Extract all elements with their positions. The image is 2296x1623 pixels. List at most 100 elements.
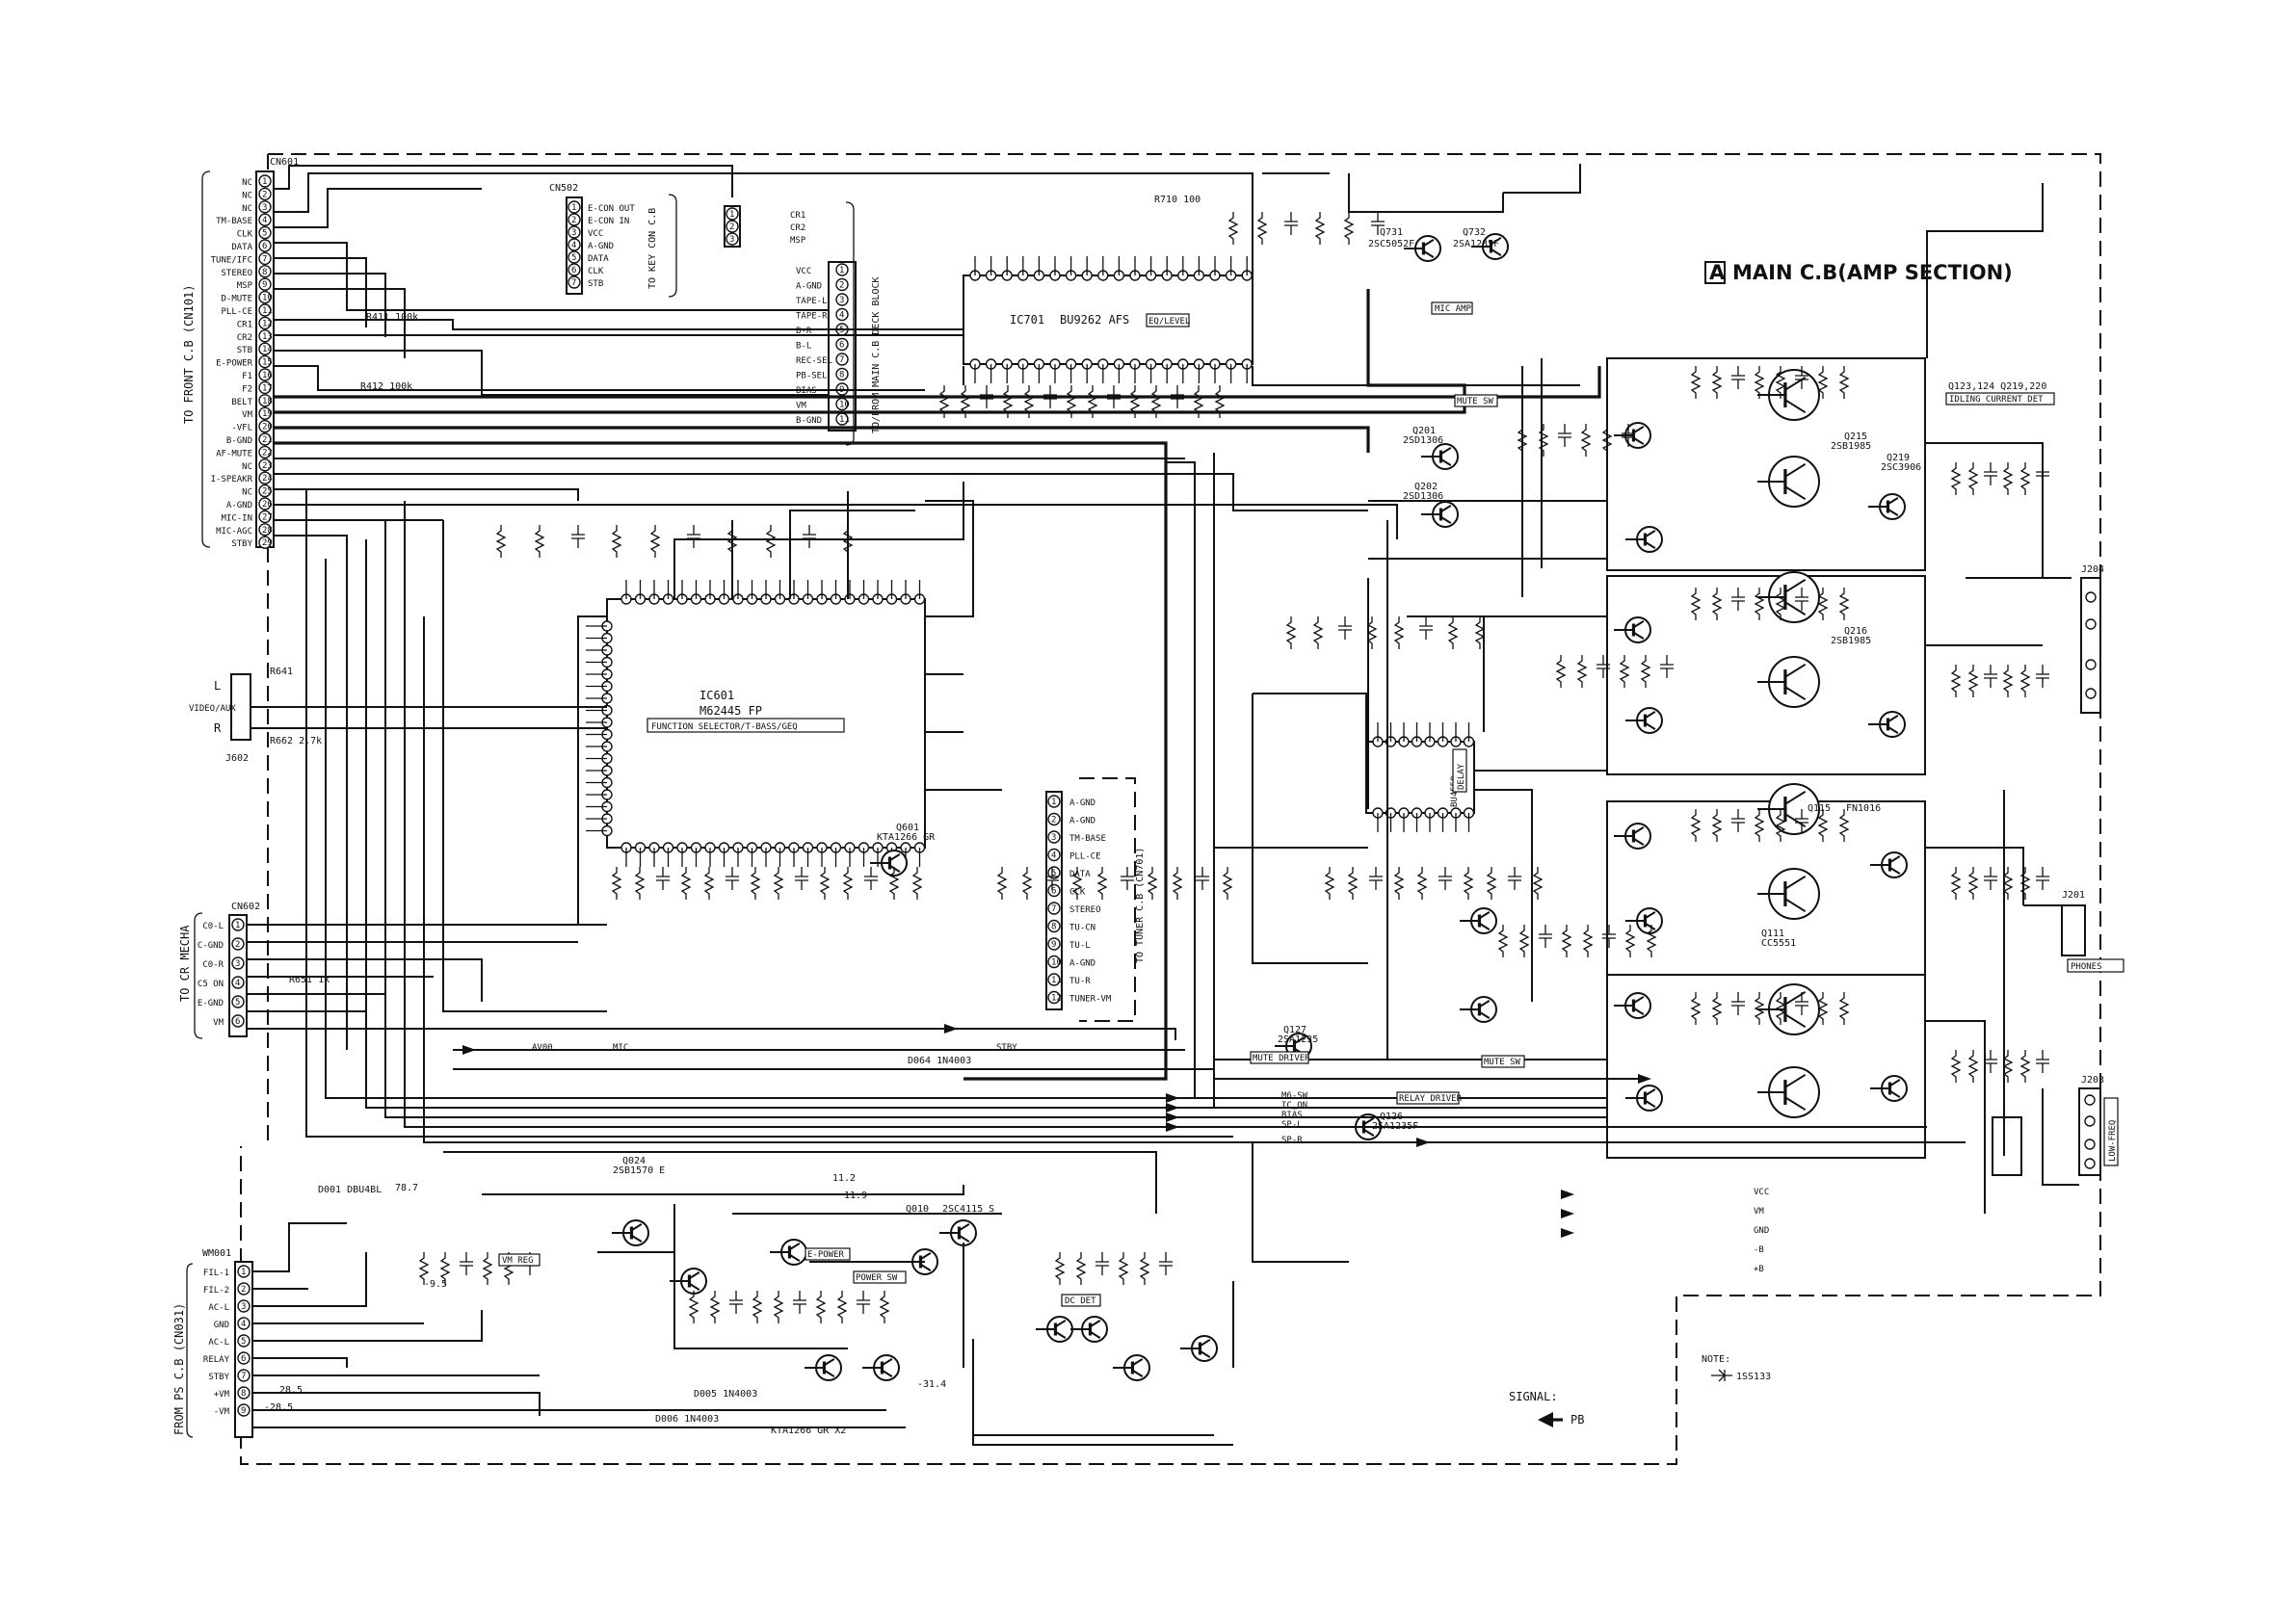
resistor-43: [1096, 867, 1108, 900]
cn003-pins-label-6: RELAY: [203, 1355, 230, 1365]
resistor-132: [1967, 665, 1979, 697]
deck-top-pins-pin-2: [726, 220, 739, 233]
transistor-29-collector: [1054, 1320, 1067, 1328]
power-transistor-6-emitter: [1784, 898, 1807, 913]
resistor-5: [649, 525, 661, 558]
capacitor-16: [726, 867, 739, 890]
resistor-10: [842, 525, 854, 558]
cn003-pins-pin-1: [237, 1265, 251, 1278]
cn502-pins-label-7: STB: [588, 279, 603, 289]
cn502-pins-label-4: A-GND: [588, 242, 614, 251]
capacitor-77: [1369, 867, 1383, 890]
capacitor-98: [1795, 366, 1808, 389]
transistor-2-collector: [1490, 237, 1502, 246]
transistor-9-collector: [1644, 711, 1656, 720]
capacitor-54: [1371, 212, 1385, 235]
deck-pins-label-2: A-GND: [796, 282, 822, 292]
capacitor-60: [1419, 616, 1433, 640]
q201-note-box: [1454, 394, 1498, 407]
transistor-16-collector: [1888, 1079, 1901, 1087]
resistor-99: [1817, 366, 1829, 399]
cn003-pins-num-3: 3: [241, 1302, 246, 1312]
capacitor-41: [1045, 867, 1059, 890]
net-label-10: +B: [1754, 1265, 1764, 1274]
deck-pins-pin-4: [835, 307, 849, 322]
resistor-72: [1619, 655, 1630, 688]
cn601-pins-num-7: 7: [262, 254, 267, 264]
deck-pins-label-11: B-GND: [796, 416, 822, 426]
tuner-pins-label-7: STEREO: [1069, 905, 1101, 915]
cn602-dest: TO CR MECHA: [178, 925, 192, 1002]
d006-label: D006 1N4003: [655, 1414, 719, 1425]
capacitor-90: [1602, 925, 1616, 948]
resistor-146: [2002, 1050, 2014, 1083]
cn003-pins-label-1: FIL-1: [203, 1269, 229, 1278]
tuner-pins-pin-11: [1047, 973, 1061, 986]
resistor-105: [1775, 588, 1786, 620]
resistor-84: [1532, 867, 1544, 900]
resistor-62: [1474, 616, 1486, 649]
transistor-25-collector: [919, 1252, 932, 1261]
tuner-pins-pin-9: [1047, 937, 1061, 951]
resistor-1: [495, 525, 507, 558]
cn601-pins-pin-5: [258, 225, 272, 240]
q219-part: 2SC3906: [1881, 462, 1921, 473]
ic701-chip: IC701 BU9262 AFS EQ/LEVEL: [963, 256, 1254, 383]
cn601-pins-num-24: 24: [262, 474, 273, 484]
cn601-pins-num-27: 27: [262, 512, 273, 522]
cn602-pins-pin-3: [231, 956, 245, 970]
cn602-pins-pin-1: [231, 918, 245, 931]
cn601-pins-num-29: 29: [262, 538, 273, 548]
transistor-12-emitter: [1644, 922, 1656, 930]
cn601-pins-pin-4: [258, 213, 272, 226]
ic601-part: M62445 FP: [699, 704, 762, 718]
cn601-pins-pin-25: [258, 484, 272, 498]
tuner-pins-label-10: A-GND: [1069, 959, 1095, 969]
deck-top-pins-label-2: CR2: [790, 223, 805, 233]
capacitor-142: [2036, 867, 2049, 890]
e-power-label: E-POWER: [807, 1250, 845, 1260]
transistor-15-emitter: [1644, 1099, 1656, 1108]
transistor-30-emitter: [1089, 1330, 1101, 1339]
q215-part: 2SB1985: [1831, 441, 1871, 452]
transistor-10-emitter: [1887, 725, 1899, 734]
cn601-pins-num-16: 16: [262, 371, 273, 380]
transistor-14-collector: [1632, 996, 1645, 1005]
resistor-18: [773, 867, 784, 900]
transistor-19-collector: [1293, 1036, 1306, 1045]
cn601-pins-pin-16: [258, 368, 272, 381]
capacitor-22: [864, 867, 878, 890]
cn003-pins-num-2: 2: [241, 1285, 246, 1295]
cn601-pins-num-19: 19: [262, 409, 273, 419]
cn601-pins-label-10: D-MUTE: [221, 295, 252, 304]
board-outline: [240, 153, 2101, 1465]
cn003-pins-num-8: 8: [241, 1389, 246, 1399]
q601-part: KTA1266 GR: [877, 832, 936, 843]
cn601-pins-pin-2: [258, 187, 272, 201]
resistor-109: [1690, 809, 1702, 842]
transistor-21-collector: [888, 853, 901, 862]
resistor-12: [634, 867, 646, 900]
cn502-pins-label-6: CLK: [588, 267, 604, 276]
q732-part: 2SA1235F: [1453, 239, 1499, 249]
ic701-desc: EQ/LEVEL: [1148, 317, 1190, 327]
deck-pins-pin-6: [835, 337, 849, 352]
volt-1: 11.2: [832, 1173, 856, 1184]
tuner-pins-pin-12: [1047, 990, 1061, 1005]
transistor-7-emitter: [1887, 508, 1899, 516]
volt-2: 11.9: [844, 1191, 867, 1201]
amp-block-lower-2: [1606, 974, 1926, 1159]
transistor-17-collector: [1478, 911, 1491, 920]
deck-pins-label-8: PB-SEL: [796, 372, 828, 381]
cn601-pins-label-3: NC: [242, 204, 252, 214]
ps-bracket: [186, 1263, 194, 1438]
q024-part: 2SB1570 E: [613, 1165, 665, 1176]
net-label-3: BIAS: [1281, 1111, 1303, 1120]
resistor-67: [1601, 424, 1613, 457]
cn601-pins-num-25: 25: [262, 487, 273, 497]
j204-pin-2: [2085, 618, 2097, 630]
cn502-ref: CN502: [549, 183, 578, 194]
